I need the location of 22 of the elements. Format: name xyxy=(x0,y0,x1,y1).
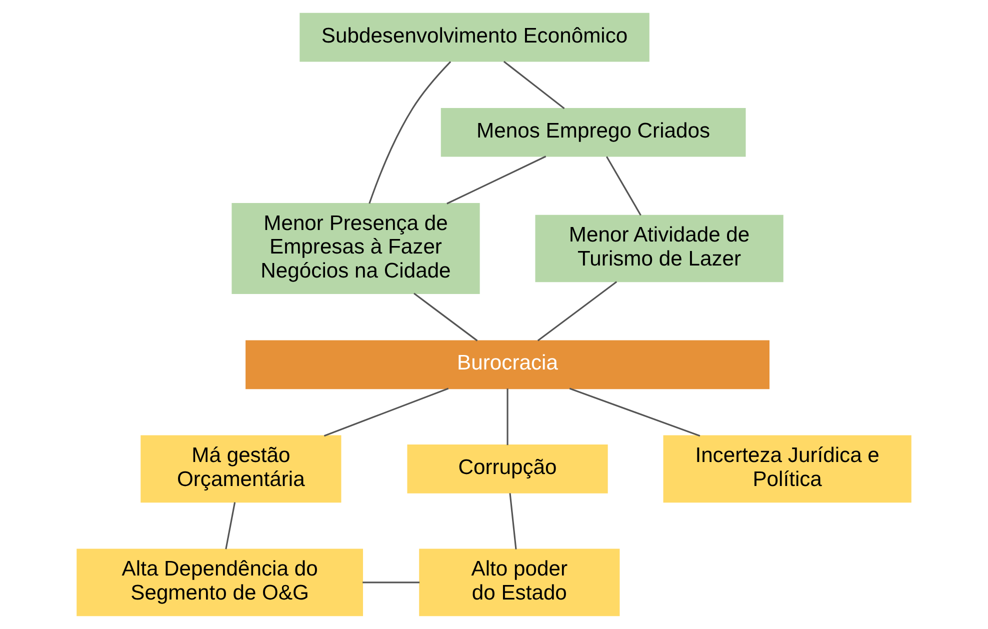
connector xyxy=(368,61,452,204)
connector xyxy=(509,493,517,550)
node-box: Alta Dependência do Segmento de O&G xyxy=(76,548,364,616)
node-box: Má gestão Orçamentária xyxy=(140,435,342,503)
connector xyxy=(506,388,508,446)
node-box: Subdesenvolvimento Econômico xyxy=(300,12,650,62)
connector xyxy=(503,60,565,110)
connector xyxy=(569,388,700,437)
connector xyxy=(537,281,618,342)
node-box: Menor Presença de Empresas à Fazer Negócios na Cidade xyxy=(232,202,480,294)
node-box: Corrupção xyxy=(407,444,608,494)
node-box: Burocracia xyxy=(246,340,770,390)
connector xyxy=(606,156,642,216)
connector xyxy=(362,582,420,584)
connector xyxy=(225,502,236,550)
node-box: Menos Emprego Criados xyxy=(440,108,746,157)
node-box: Alto poder do Estado xyxy=(419,548,620,616)
node-box: Menor Atividade de Turismo de Lazer xyxy=(535,214,784,282)
node-box: Incerteza Jurídica e Política xyxy=(663,435,912,503)
connector xyxy=(414,292,478,342)
connector xyxy=(324,388,449,437)
connector xyxy=(446,156,546,204)
